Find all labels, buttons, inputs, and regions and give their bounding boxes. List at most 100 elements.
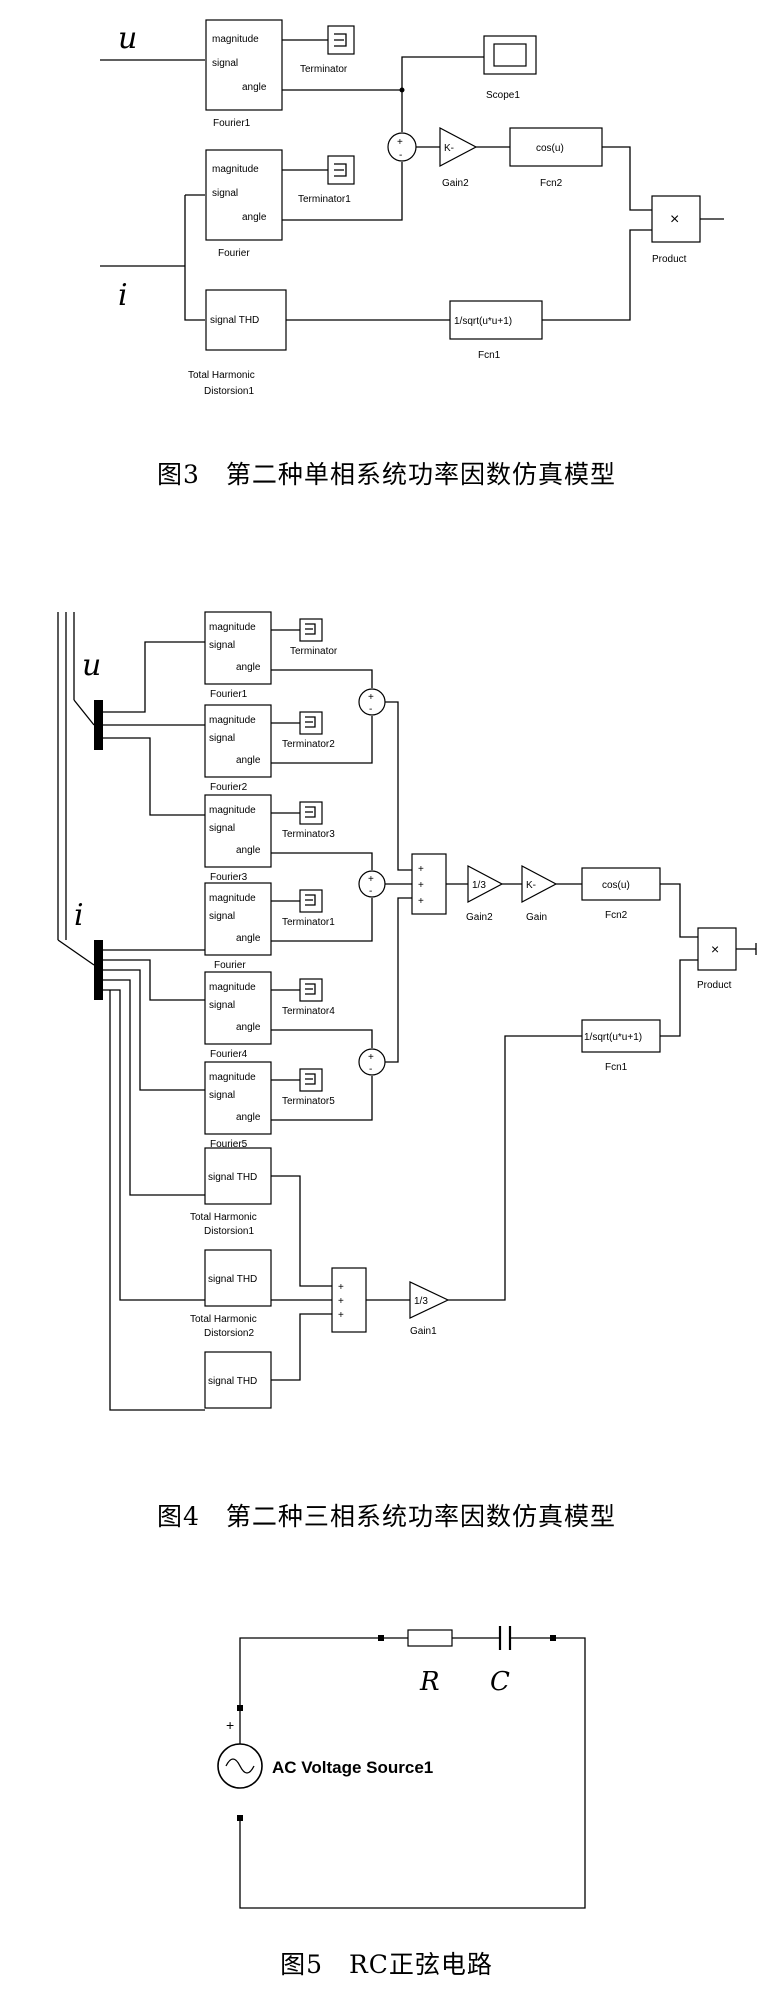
fig3-input-i: i (118, 278, 128, 313)
fig3-fcn2-block[interactable] (509, 127, 603, 167)
fig3-caption: 图3 第二种单相系统功率因数仿真模型 (157, 460, 616, 489)
fig3-fourier-signal: signal (212, 188, 238, 199)
fig4-fcn2-label: Fcn2 (605, 910, 628, 921)
fig4-terminator-5[interactable]: Terminator4 (271, 978, 335, 1017)
fig4-gain2-label: Gain2 (466, 912, 493, 923)
fig4-terminator-3[interactable]: Terminator3 (271, 801, 335, 840)
fig3-fourier1-block[interactable] (205, 19, 283, 111)
fig4-adder1-p1: + (418, 864, 424, 875)
fig4-t6-label: Terminator5 (282, 1096, 335, 1107)
fig4-thd2-label1: Total Harmonic (190, 1314, 257, 1325)
fig5-sine-icon (225, 1758, 255, 1774)
fig4-f2-label: Fourier2 (210, 782, 248, 793)
fig4-fourier-4[interactable]: magnitude signal angle Fourier (204, 882, 272, 971)
fig4-wire-i-demux (57, 939, 95, 966)
fig4-terminator-4[interactable]: Terminator1 (271, 889, 335, 928)
fig4-terminator-1[interactable]: Terminator (271, 618, 338, 657)
fig4-sum-2[interactable]: + - (358, 870, 386, 898)
fig3-thd-label-2: Distorsion1 (204, 386, 254, 397)
fig4-t4-label: Terminator1 (282, 917, 335, 928)
fig4-adder-angles[interactable]: + + + (411, 853, 447, 915)
fig4-gain1[interactable]: 1/3 Gain1 (409, 1281, 450, 1337)
fig4-f2-sig: signal (209, 733, 235, 744)
fig4-fourier-6[interactable]: magnitude signal angle Fourier5 (204, 1061, 272, 1150)
fig3-wire-i-thd (184, 195, 205, 321)
fig4-fourier-2[interactable]: magnitude signal angle Fourier2 (204, 704, 272, 793)
fig3-fourier-block[interactable] (205, 149, 283, 241)
fig4-f6-label: Fourier5 (210, 1139, 248, 1150)
fig4-wire-i6 (109, 990, 205, 1411)
fig4-f2-ang: angle (236, 755, 261, 766)
fig3-wire-angle2 (282, 162, 403, 221)
fig4-wire-i3 (103, 969, 205, 1091)
fig4-gain2-text: 1/3 (472, 880, 486, 891)
fig4-wire-fcn1-product (660, 959, 698, 1037)
fig4-fcn1-text: 1/sqrt(u*u+1) (584, 1032, 642, 1043)
fig3-wire-scope (401, 56, 484, 90)
fig3-scope-icon (493, 43, 527, 67)
fig4-wire-thd3 (271, 1313, 332, 1381)
fig3-fcn2-label: Fcn2 (540, 178, 563, 189)
fig4-f6-sig: signal (209, 1090, 235, 1101)
fig4-fcn1[interactable]: 1/sqrt(u*u+1) Fcn1 (581, 1019, 661, 1073)
fig4-wire-s1 (385, 701, 412, 871)
fig4-adder-thd[interactable]: + + + (331, 1267, 367, 1333)
fig5-wire-return (239, 1637, 586, 1909)
fig4-f4-mag: magnitude (209, 893, 256, 904)
fig4-fcn2[interactable]: cos(u) Fcn2 (581, 867, 661, 921)
fig3-thd-port: signal THD (210, 315, 259, 326)
fig4-thd1-label1: Total Harmonic (190, 1212, 257, 1223)
fig3-fourier-magnitude: magnitude (212, 164, 259, 175)
fig4-terminator-2[interactable]: Terminator2 (271, 711, 335, 750)
fig4-thd2-label2: Distorsion2 (204, 1328, 254, 1339)
fig4-sum-1[interactable]: + - (358, 688, 386, 716)
fig4-thd-3[interactable]: signal THD (204, 1351, 272, 1409)
fig4-adder1-p2: + (418, 880, 424, 891)
fig4-demux-u (94, 700, 103, 750)
fig5-node-1 (378, 1635, 384, 1641)
fig4-fourier-5[interactable]: magnitude signal angle Fourier4 (204, 971, 272, 1060)
fig4-gain-text: K- (526, 880, 536, 891)
fig3-fourier1-signal: signal (212, 58, 238, 69)
fig4-fourier-1[interactable]: magnitude signal angle Fourier1 (204, 611, 272, 700)
fig4-terminator-6[interactable]: Terminator5 (271, 1068, 335, 1107)
fig4-wire-a2 (271, 716, 373, 764)
fig4-sum-3[interactable]: + - (358, 1048, 386, 1076)
fig4-thd1-port: signal THD (208, 1172, 257, 1183)
fig4-f3-label: Fourier3 (210, 872, 248, 883)
fig5-c-label: C (490, 1667, 510, 1697)
fig4-input-u: u (82, 648, 101, 683)
fig4-t2-label: Terminator2 (282, 739, 335, 750)
fig4-f5-mag: magnitude (209, 982, 256, 993)
fig3-fcn1-block[interactable] (449, 300, 543, 340)
fig3-scope-label: Scope1 (486, 90, 520, 101)
fig3-fourier-angle: angle (242, 212, 267, 223)
fig4-gain2[interactable]: 1/3 Gain2 (466, 865, 504, 923)
fig4-thd3-port: signal THD (208, 1376, 257, 1387)
fig4-sum2-plus: + (368, 874, 374, 885)
fig4-wire-a6 (271, 1076, 373, 1121)
fig4-wire-gain1-fcn1 (448, 1035, 582, 1301)
fig4-wire-s3 (385, 897, 412, 1063)
fig5-r-label: R (419, 1667, 440, 1697)
fig3-product-symbol: × (670, 211, 679, 228)
fig5-resistor[interactable] (407, 1629, 453, 1647)
fig3-input-u: u (118, 21, 137, 56)
fig3-junction (399, 87, 405, 93)
fig4-f1-mag: magnitude (209, 622, 256, 633)
fig3-product-label: Product (652, 254, 687, 265)
fig3-product-block[interactable] (651, 195, 701, 243)
fig4-wire-a5 (271, 1029, 373, 1048)
fig3-thd-block[interactable] (205, 289, 287, 351)
fig3-terminator1-label: Terminator1 (298, 194, 351, 205)
fig4-product[interactable]: × Product (697, 927, 737, 991)
fig3-terminator-label: Terminator (300, 64, 348, 75)
fig4-fourier-3[interactable]: magnitude signal angle Fourier3 (204, 794, 272, 883)
fig3-gain2-block[interactable] (439, 127, 478, 167)
fig3-fcn1-label: Fcn1 (478, 350, 501, 361)
fig4-gain[interactable]: K- Gain (521, 865, 558, 923)
fig4-thd-2[interactable]: signal THD Total Harmonic Distorsion2 (190, 1249, 272, 1339)
fig4-thd-1[interactable]: signal THD Total Harmonic Distorsion1 (190, 1147, 272, 1237)
fig4-wire-a4 (271, 898, 373, 942)
fig4-fcn1-label: Fcn1 (605, 1062, 628, 1073)
